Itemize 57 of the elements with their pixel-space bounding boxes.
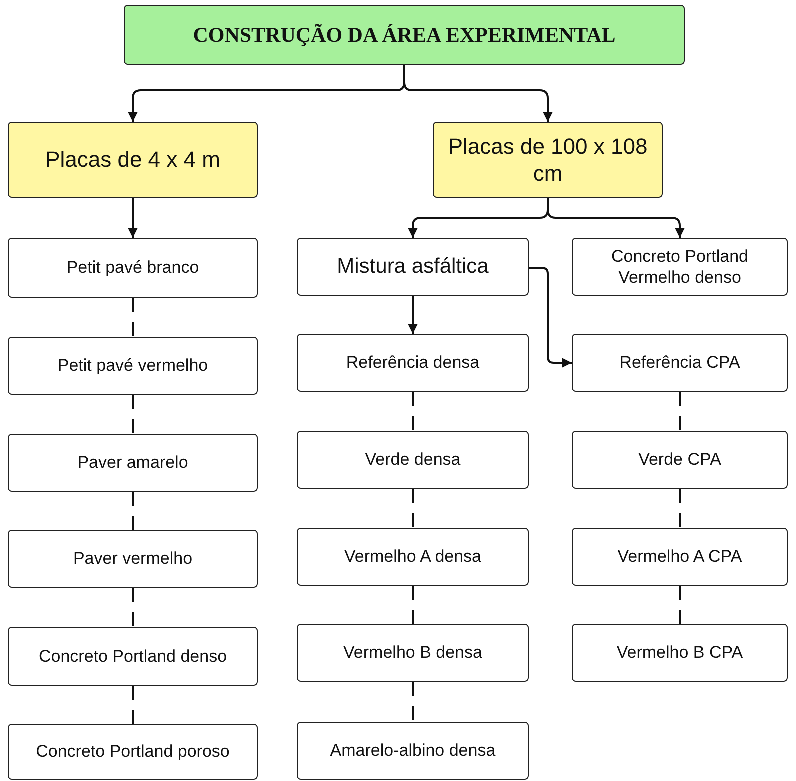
dashed-connector (679, 586, 681, 624)
item-box (572, 624, 788, 682)
item-box (572, 528, 788, 586)
item-box (8, 337, 258, 395)
item-box (8, 627, 258, 686)
item-box (297, 624, 529, 682)
title-box (124, 5, 685, 65)
dashed-connector (679, 392, 681, 431)
dashed-connector (412, 489, 414, 528)
node-label: Petit pavé branco (66, 257, 200, 279)
node-label: Verde CPA (638, 449, 722, 471)
dashed-connector (132, 588, 134, 627)
dashed-connector (132, 686, 134, 724)
node-label: Referência densa (346, 352, 480, 374)
arrow (404, 65, 553, 122)
item-box (297, 431, 529, 489)
dashed-connector (412, 392, 414, 431)
item-box (8, 530, 258, 588)
dashed-connector (412, 586, 414, 624)
node-label: Placas de 100 x 108 cm (447, 132, 649, 188)
item-box (572, 334, 788, 392)
item-box (297, 334, 529, 392)
item-box (8, 724, 258, 780)
node-label: Vermelho B CPA (616, 642, 744, 664)
arrow (547, 198, 685, 238)
arrow (128, 198, 138, 238)
node-label: CONSTRUÇÃO DA ÁREA EXPERIMENTAL (193, 22, 616, 48)
node-label: Concreto Portland denso (38, 646, 228, 668)
node-label: Vermelho A densa (344, 546, 482, 568)
node-label: Concreto Portland poroso (36, 741, 230, 763)
item-box (572, 431, 788, 489)
node-label: Amarelo-albino densa (330, 740, 496, 762)
dashed-connector (132, 492, 134, 530)
dashed-connector (132, 298, 134, 337)
node-label: Paver vermelho (73, 548, 193, 570)
item-box (8, 434, 258, 492)
dashed-connector (679, 489, 681, 528)
item-box (8, 238, 258, 298)
item-box (297, 722, 529, 780)
category-box (433, 122, 663, 198)
arrow (529, 267, 572, 368)
item-box (297, 528, 529, 586)
dashed-connector (132, 395, 134, 434)
arrow (408, 296, 418, 334)
node-label: Vermelho A CPA (618, 546, 742, 568)
node-label: Vermelho B densa (344, 642, 482, 664)
category-box (8, 122, 258, 198)
node-label: Referência CPA (620, 352, 740, 374)
node-label: Placas de 4 x 4 m (46, 146, 220, 174)
node-label: Petit pavé vermelho (58, 355, 208, 377)
node-label: Concreto Portland Vermelho denso (610, 246, 750, 288)
group-box (297, 238, 529, 296)
node-label: Paver amarelo (78, 452, 188, 474)
item-box (572, 238, 788, 296)
node-label: Mistura asfáltica (337, 254, 489, 280)
node-label: Verde densa (365, 449, 461, 471)
dashed-connector (412, 682, 414, 722)
